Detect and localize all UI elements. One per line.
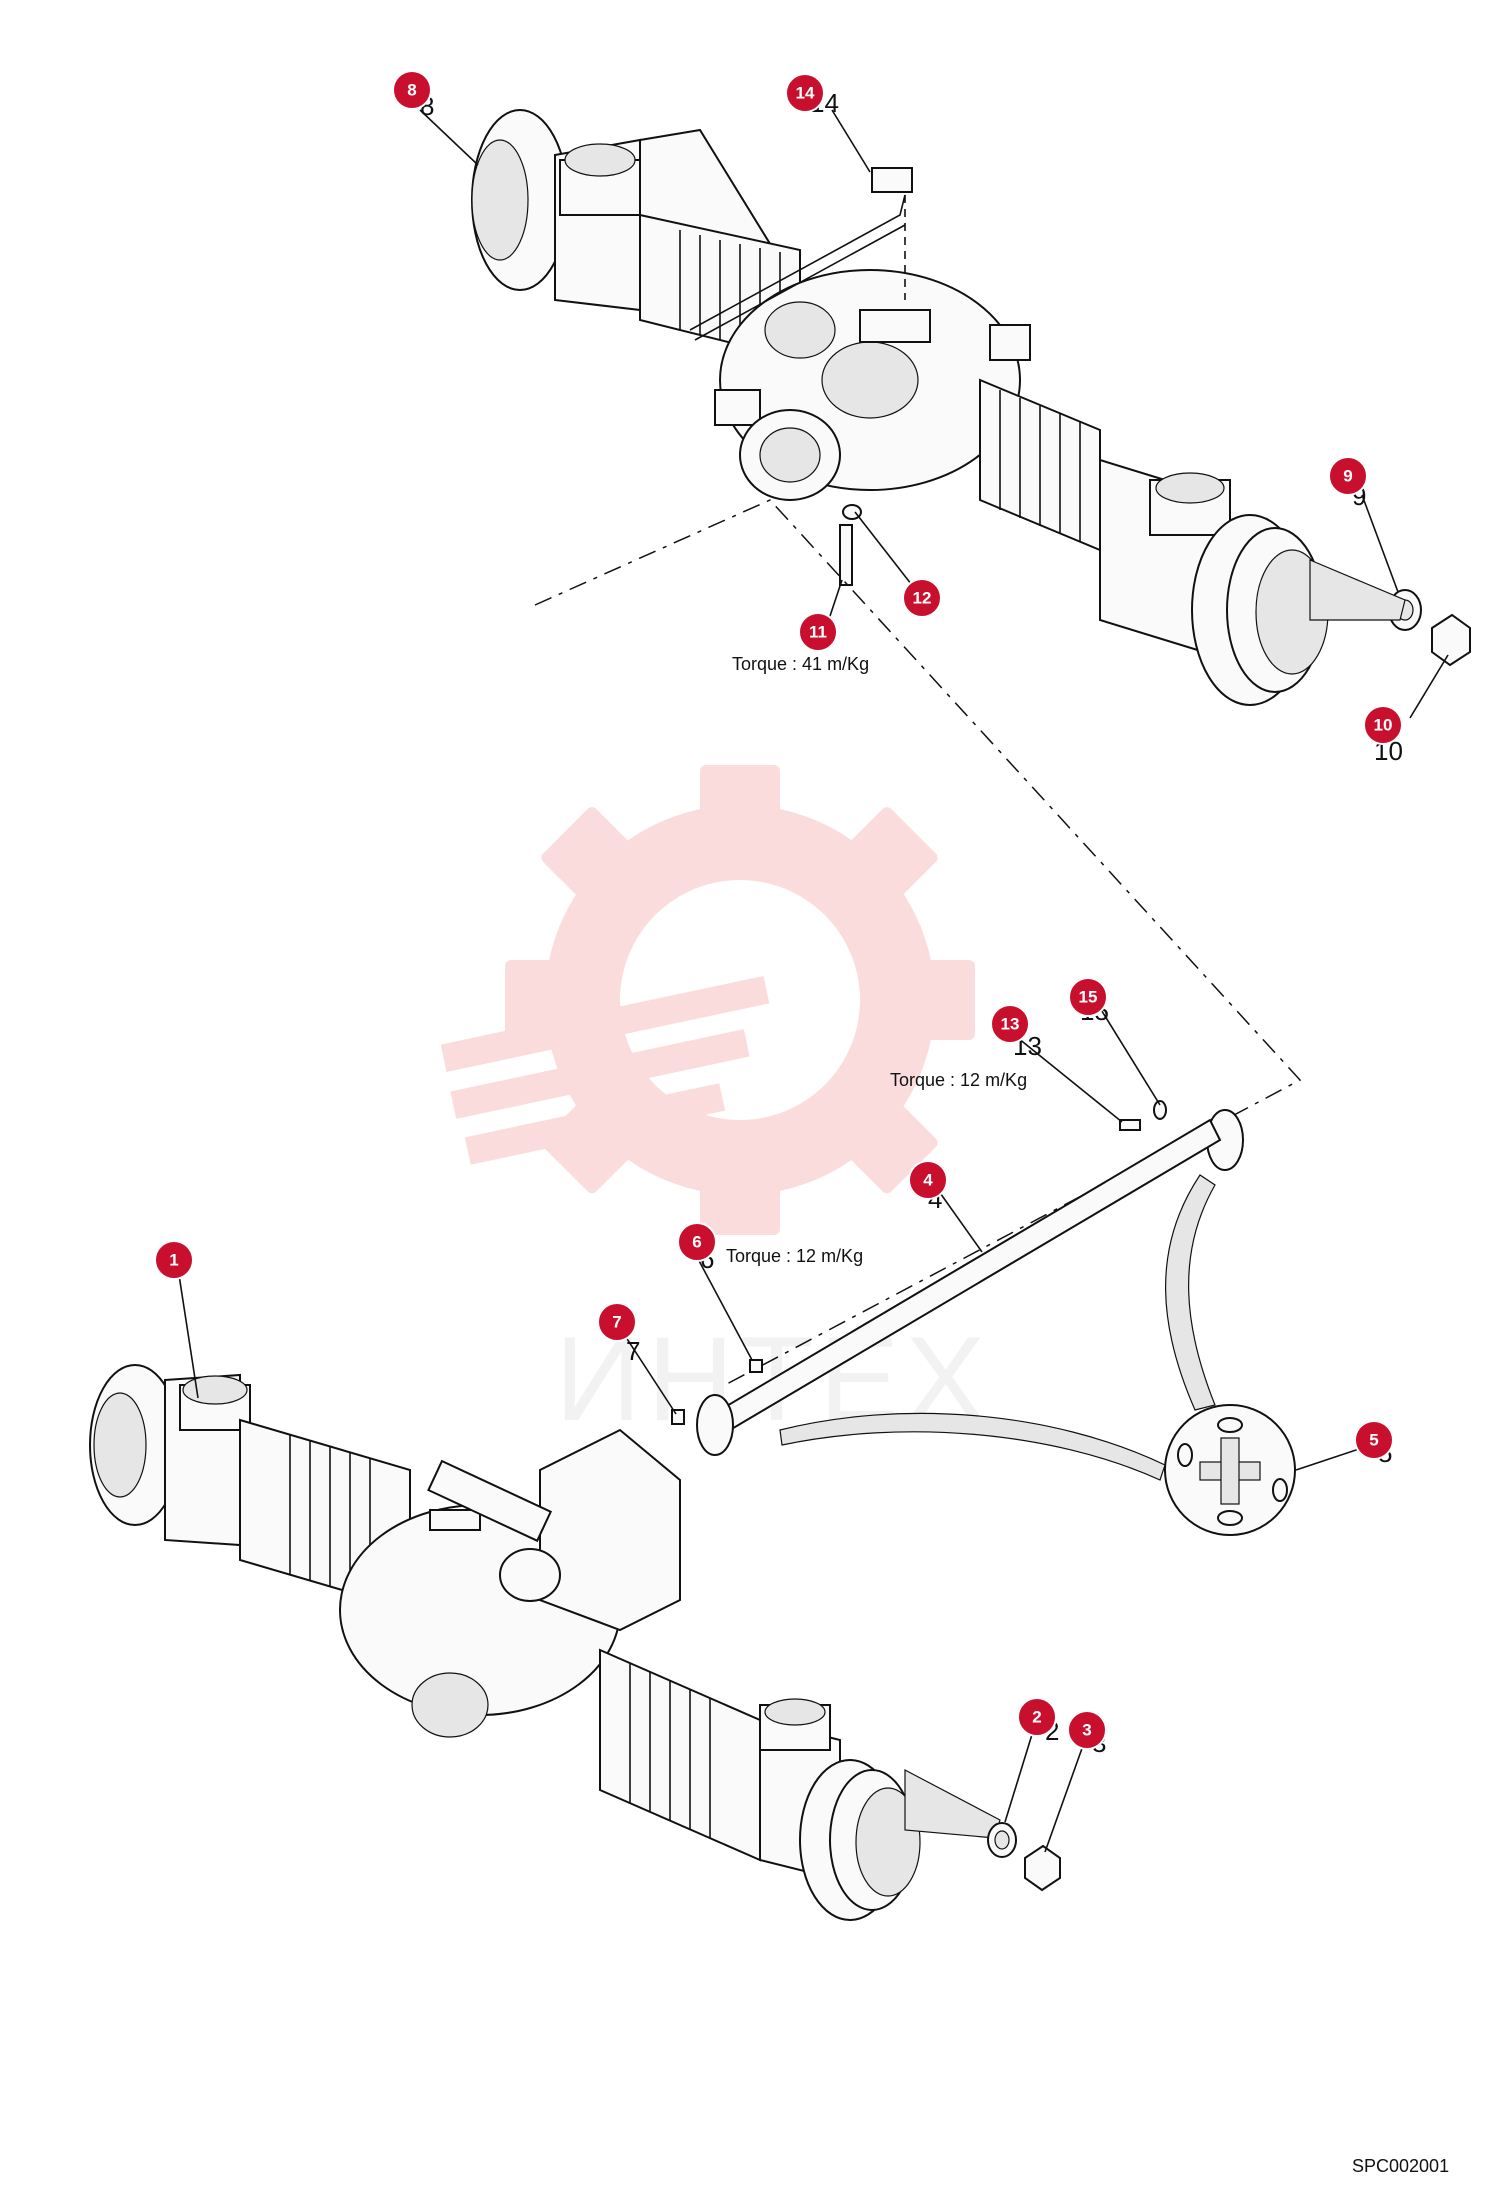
callout-6[interactable]: 6 6 [677,1222,717,1274]
part-badge [1354,1420,1394,1460]
part-badge [785,73,825,113]
steering-cylinder-bracket [539,1428,681,1632]
wrench-icon [440,976,770,1165]
callout-8[interactable]: 8 8 [392,70,434,121]
gear-hole [620,880,860,1120]
callout-15[interactable]: 15 15 [1068,977,1109,1026]
part-badge [1363,705,1403,745]
bolt-11 [839,524,853,586]
callout-5[interactable]: 5 5 [1354,1420,1394,1468]
part-badge [1067,1710,1107,1750]
part-badge-label: 10 [1374,716,1393,735]
callout-4[interactable]: 4 4 [908,1160,948,1214]
part-badge-label: 1 [169,1251,178,1270]
detail-arrow-lower [779,1412,1166,1481]
torque-note-13: Torque : 12 m/Kg [890,1070,1027,1090]
detail-arrow-upper [1165,1174,1216,1411]
part-badge-label: 4 [923,1171,933,1190]
part-badge-label: 6 [692,1233,701,1252]
leader-lines [176,109,1449,1853]
part-badge-label: 2 [1032,1708,1041,1727]
part-badge-label: 14 [796,84,815,103]
callout-9[interactable]: 9 9 [1328,456,1368,511]
part-badge [1328,456,1368,496]
part-badge-label: 5 [1369,1431,1378,1450]
part-badge-label: 15 [1079,988,1098,1007]
part-badge-label: 12 [913,589,932,608]
nut-10 [1431,613,1471,667]
part-badge [392,70,432,110]
part-badge-label: 7 [612,1313,621,1332]
part-badge-label: 13 [1001,1015,1020,1034]
part-badge [1068,977,1108,1017]
callout-number: 7 [626,1336,640,1366]
bolt-7 [671,1409,685,1425]
torque-note-6: Torque : 12 m/Kg [726,1246,863,1266]
shaft-envelope-line [534,499,1302,1386]
part-badge [677,1222,717,1262]
bolt-13 [1119,1119,1141,1131]
part-badge [990,1004,1030,1044]
part-badge [908,1160,948,1200]
part-badge [798,612,838,652]
watermark: ИНТЕХ [440,765,985,1446]
torque-note-11: Torque : 41 m/Kg [732,654,869,674]
callout-14[interactable]: 14 14 [785,73,839,118]
nut-3 [1024,1844,1061,1892]
shaft-flange-left [696,1394,734,1456]
part-badge [154,1240,194,1280]
part-badge-label: 11 [809,623,827,642]
callout-10[interactable]: 10 10 [1363,705,1403,766]
top-axle-assembly [471,109,1471,706]
gear-logo-icon [505,765,975,1235]
callout-11[interactable]: 11 [798,612,838,652]
bolt-6 [749,1359,763,1373]
part-badge [902,578,942,618]
callout-12[interactable]: 12 [902,578,942,618]
part-badge [597,1302,637,1342]
part-badge [1017,1697,1057,1737]
callout-3[interactable]: 3 3 [1067,1710,1107,1758]
bottom-axle-assembly [89,1364,1061,1921]
clamp-14 [871,167,913,193]
part-badge-label: 9 [1343,467,1352,486]
callout-7[interactable]: 7 7 [597,1302,640,1366]
callout-2[interactable]: 2 2 [1017,1697,1059,1746]
propeller-shaft [671,1100,1296,1536]
callout-13[interactable]: 13 13 [990,1004,1042,1061]
part-badge-label: 3 [1082,1721,1091,1740]
callout-1[interactable]: 1 [154,1240,194,1280]
washer-15 [1153,1100,1167,1120]
reference-code: SPC002001 [1352,2156,1449,2176]
part-badge-label: 8 [407,81,416,100]
washer-12 [842,504,862,520]
